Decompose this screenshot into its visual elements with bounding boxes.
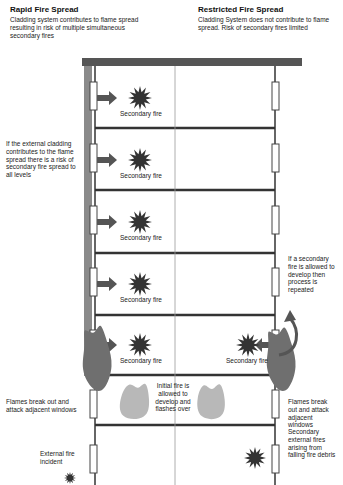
repeat-arrowhead [284,310,296,322]
spread-arrow [97,215,117,229]
annotation: Secondary fire [116,234,166,242]
fire-burst [128,272,152,296]
fire-burst [128,86,152,110]
annotation: Cladding System does not contribute to f… [198,16,336,32]
window [90,268,97,296]
flames [197,384,225,419]
fire-burst [128,148,152,172]
spread-arrow [97,153,117,167]
window [90,390,97,418]
floor-slab [95,424,275,427]
fire-burst [244,447,266,469]
divider [175,66,176,485]
flames [83,326,112,391]
flames [267,327,296,391]
repeat-arrow [279,318,296,355]
annotation: External fire incident [40,450,86,466]
annotation: Secondary fire [116,110,166,118]
window [272,390,279,418]
panel-heading: Rapid Fire Spread [10,5,160,15]
annotation: Cladding system contributes to flame spr… [10,16,155,39]
window [90,206,97,234]
window [272,82,279,110]
annotation: Secondary external fires arising from fa… [288,428,338,459]
annotation: Secondary fire [116,172,166,180]
annotation: Flames break out and attack adjacent win… [288,398,338,429]
annotation: Secondary fire [222,357,272,365]
annotation: Secondary fire [116,357,166,365]
floor-slab [95,189,275,192]
panel-heading: Restricted Fire Spread [198,5,338,15]
spread-arrow [97,91,117,105]
annotation: Flames break out and attack adjacent win… [6,398,78,414]
spread-arrow [97,277,117,291]
window [90,82,97,110]
window [90,445,97,473]
fire-burst [236,333,260,357]
window [90,144,97,172]
window [272,268,279,296]
annotation: If the external cladding contributes to … [6,140,80,179]
fire-burst [64,472,76,484]
roof [82,58,302,66]
window [272,144,279,172]
flames [120,384,149,419]
window [272,206,279,234]
fire-burst [128,333,152,357]
floor-slab [95,314,275,317]
annotation: Initial fire is allowed to develop and f… [150,382,196,413]
annotation: If a secondary fire is allowed to develo… [288,255,338,294]
window [272,445,279,473]
floor-slab [95,252,275,255]
annotation: Secondary fire [116,296,166,304]
floor-slab [95,374,275,377]
fire-burst [128,210,152,234]
floor-slab [95,127,275,130]
